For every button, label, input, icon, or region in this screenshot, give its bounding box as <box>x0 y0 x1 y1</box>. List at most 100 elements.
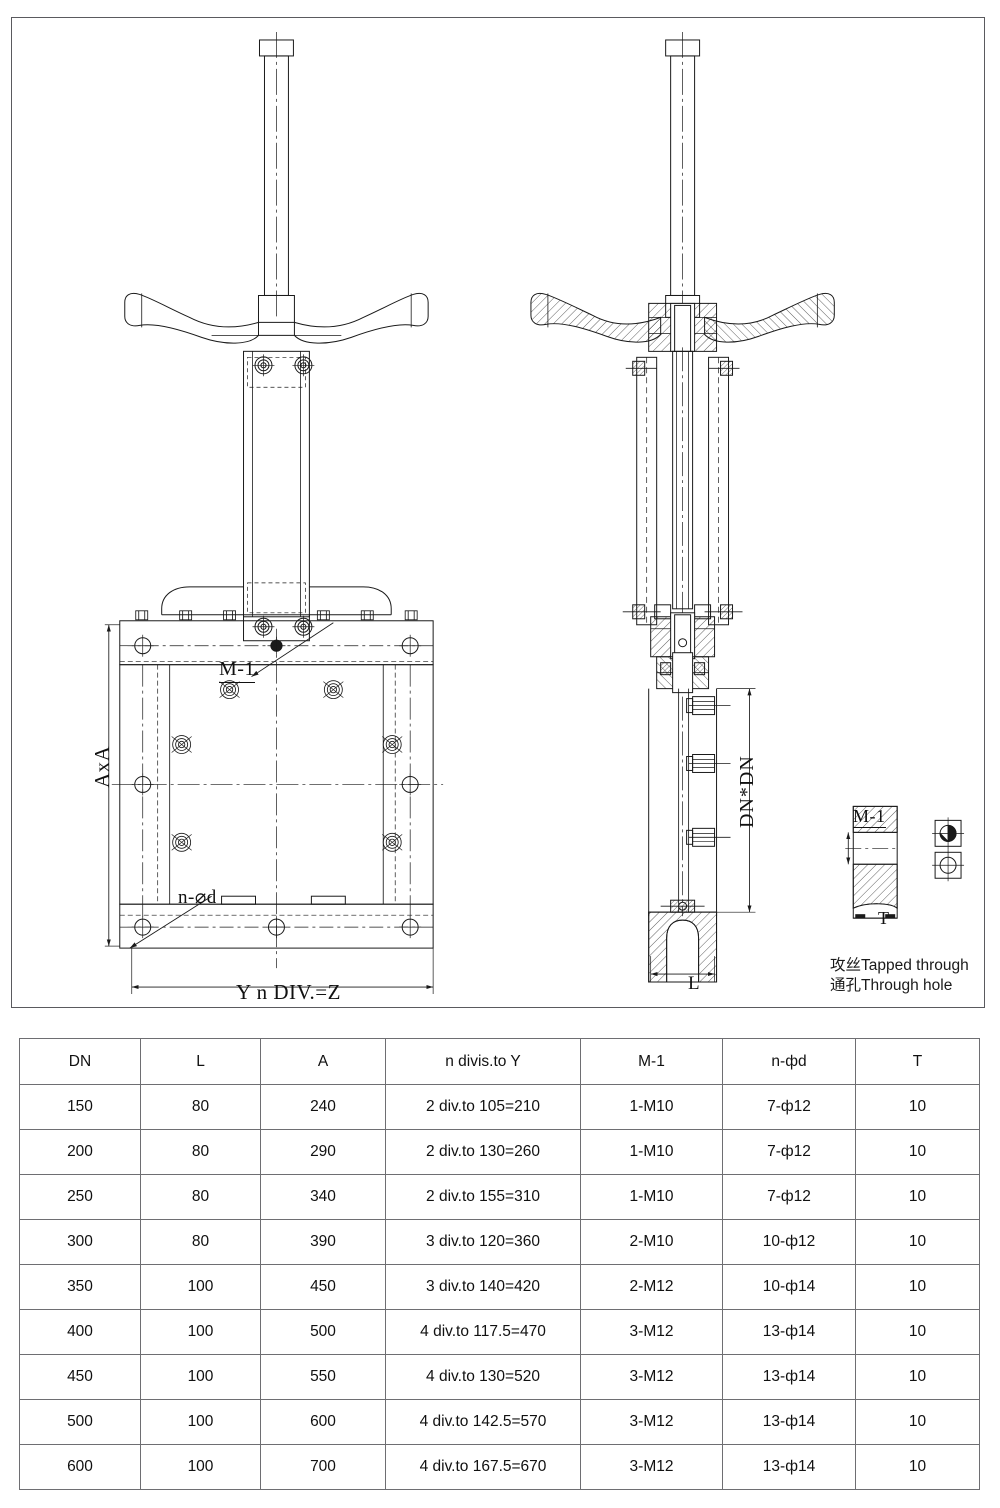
body-through-bolt <box>686 754 731 773</box>
table-cell-M-1: 3-M12 <box>580 1399 723 1445</box>
gland-nut <box>323 680 344 700</box>
gland-nut <box>219 680 240 700</box>
table-cell-DN: 200 <box>19 1129 141 1175</box>
bonnet-hood-left <box>161 586 392 616</box>
table-cell-DN: 450 <box>19 1354 141 1400</box>
yoke-leg-bolt-top-left <box>625 360 657 376</box>
legend-symbols <box>932 817 965 882</box>
dimension-dn-dn <box>716 688 756 913</box>
table-cell-DN: 150 <box>19 1084 141 1130</box>
table-cell-A: 500 <box>260 1309 386 1355</box>
table-cell-L: 80 <box>140 1129 261 1175</box>
yoke-leg-bolt-top-right <box>708 360 740 376</box>
table-cell-L: 100 <box>140 1354 261 1400</box>
yoke-legs-right <box>622 356 743 626</box>
table-cell-n-фd: 13-ф14 <box>722 1354 856 1400</box>
detail-label-m1: M-1 <box>853 806 886 828</box>
valve-body-right <box>648 688 731 917</box>
table-header-row: DN L A n divis.to Y M-1 n-фd T <box>19 1038 980 1085</box>
legend-through-hole-label: 通孔Through hole <box>830 977 953 995</box>
table-cell-DN: 300 <box>19 1219 141 1265</box>
technical-drawing-canvas <box>104 31 965 995</box>
dimension-axa <box>104 624 120 947</box>
gland-nut <box>171 735 192 754</box>
table-cell-n divis.to Y: 4 div.to 142.5=570 <box>385 1399 581 1445</box>
table-cell-n divis.to Y: 4 div.to 130=520 <box>385 1354 581 1400</box>
body-through-bolt <box>686 696 731 716</box>
table-cell-n divis.to Y: 2 div.to 155=310 <box>385 1174 581 1220</box>
table-cell-M-1: 1-M10 <box>580 1174 723 1220</box>
column-header-y: n divis.to Y <box>385 1038 581 1085</box>
table-cell-n divis.to Y: 2 div.to 105=210 <box>385 1084 581 1130</box>
table-cell-A: 550 <box>260 1354 386 1400</box>
table-cell-M-1: 1-M10 <box>580 1084 723 1130</box>
dimension-label-axa: AxA <box>90 745 114 788</box>
gland-nut <box>382 832 403 852</box>
table-cell-A: 700 <box>260 1444 386 1490</box>
column-header-l: L <box>140 1038 261 1085</box>
table-cell-A: 290 <box>260 1129 386 1175</box>
table-cell-T: 10 <box>855 1309 980 1355</box>
seat-bolt-bottom <box>660 899 705 913</box>
table-cell-A: 600 <box>260 1399 386 1445</box>
handwheel-lever-left <box>124 292 429 344</box>
side-section-view <box>530 31 835 983</box>
drawing-frame: AxA Y n DIV.=Z M-1 n-⌀d DN*DN L M-1 T 攻丝… <box>11 17 985 1008</box>
table-cell-T: 10 <box>855 1174 980 1220</box>
callout-label-m1: M-1 <box>219 658 255 683</box>
body-through-bolt <box>686 827 731 847</box>
dimension-l <box>650 956 715 983</box>
flange-hole-top-left <box>131 634 154 657</box>
table-cell-L: 80 <box>140 1174 261 1220</box>
stem-right <box>665 31 701 318</box>
table-cell-M-1: 2-M12 <box>580 1264 723 1310</box>
yoke-column-left <box>243 350 315 642</box>
table-cell-DN: 250 <box>19 1174 141 1220</box>
flange-hole-bottom-right <box>399 916 422 939</box>
table-cell-n-фd: 13-ф14 <box>722 1444 856 1490</box>
table-cell-T: 10 <box>855 1399 980 1445</box>
column-header-m1: M-1 <box>580 1038 723 1085</box>
table-cell-L: 80 <box>140 1084 261 1130</box>
m1-detail-view <box>845 805 898 919</box>
table-cell-L: 100 <box>140 1309 261 1355</box>
table-cell-n divis.to Y: 4 div.to 167.5=670 <box>385 1444 581 1490</box>
body-seat-casting <box>648 911 718 983</box>
table-cell-A: 390 <box>260 1219 386 1265</box>
yoke-bolt-bottom-right <box>292 615 315 638</box>
table-cell-T: 10 <box>855 1264 980 1310</box>
table-cell-n-фd: 7-ф12 <box>722 1084 856 1130</box>
front-elevation-view <box>104 31 444 995</box>
flange-hole-bottom-centre <box>265 916 288 939</box>
gland-nut <box>171 832 192 852</box>
table-cell-n-фd: 13-ф14 <box>722 1309 856 1355</box>
dimension-y-n-div <box>131 948 434 995</box>
table-cell-M-1: 3-M12 <box>580 1309 723 1355</box>
table-cell-n divis.to Y: 4 div.to 117.5=470 <box>385 1309 581 1355</box>
gland-nut-group <box>171 680 403 852</box>
column-header-a: A <box>260 1038 386 1085</box>
flange-hole-top-right <box>399 634 422 657</box>
table-cell-DN: 600 <box>19 1444 141 1490</box>
table-cell-T: 10 <box>855 1084 980 1130</box>
table-cell-n divis.to Y: 2 div.to 130=260 <box>385 1129 581 1175</box>
table-cell-M-1: 3-M12 <box>580 1444 723 1490</box>
table-cell-n-фd: 10-ф14 <box>722 1264 856 1310</box>
table-cell-T: 10 <box>855 1354 980 1400</box>
dimension-label-y-n-div: Y n DIV.=Z <box>236 980 341 1004</box>
through-hole-symbol <box>932 849 965 882</box>
gland-nut <box>382 735 403 754</box>
table-cell-DN: 350 <box>19 1264 141 1310</box>
table-cell-n-фd: 10-ф12 <box>722 1219 856 1265</box>
flange-stud-row <box>135 610 418 621</box>
yoke-bolt-top-right <box>292 354 315 377</box>
table-cell-n-фd: 7-ф12 <box>722 1129 856 1175</box>
